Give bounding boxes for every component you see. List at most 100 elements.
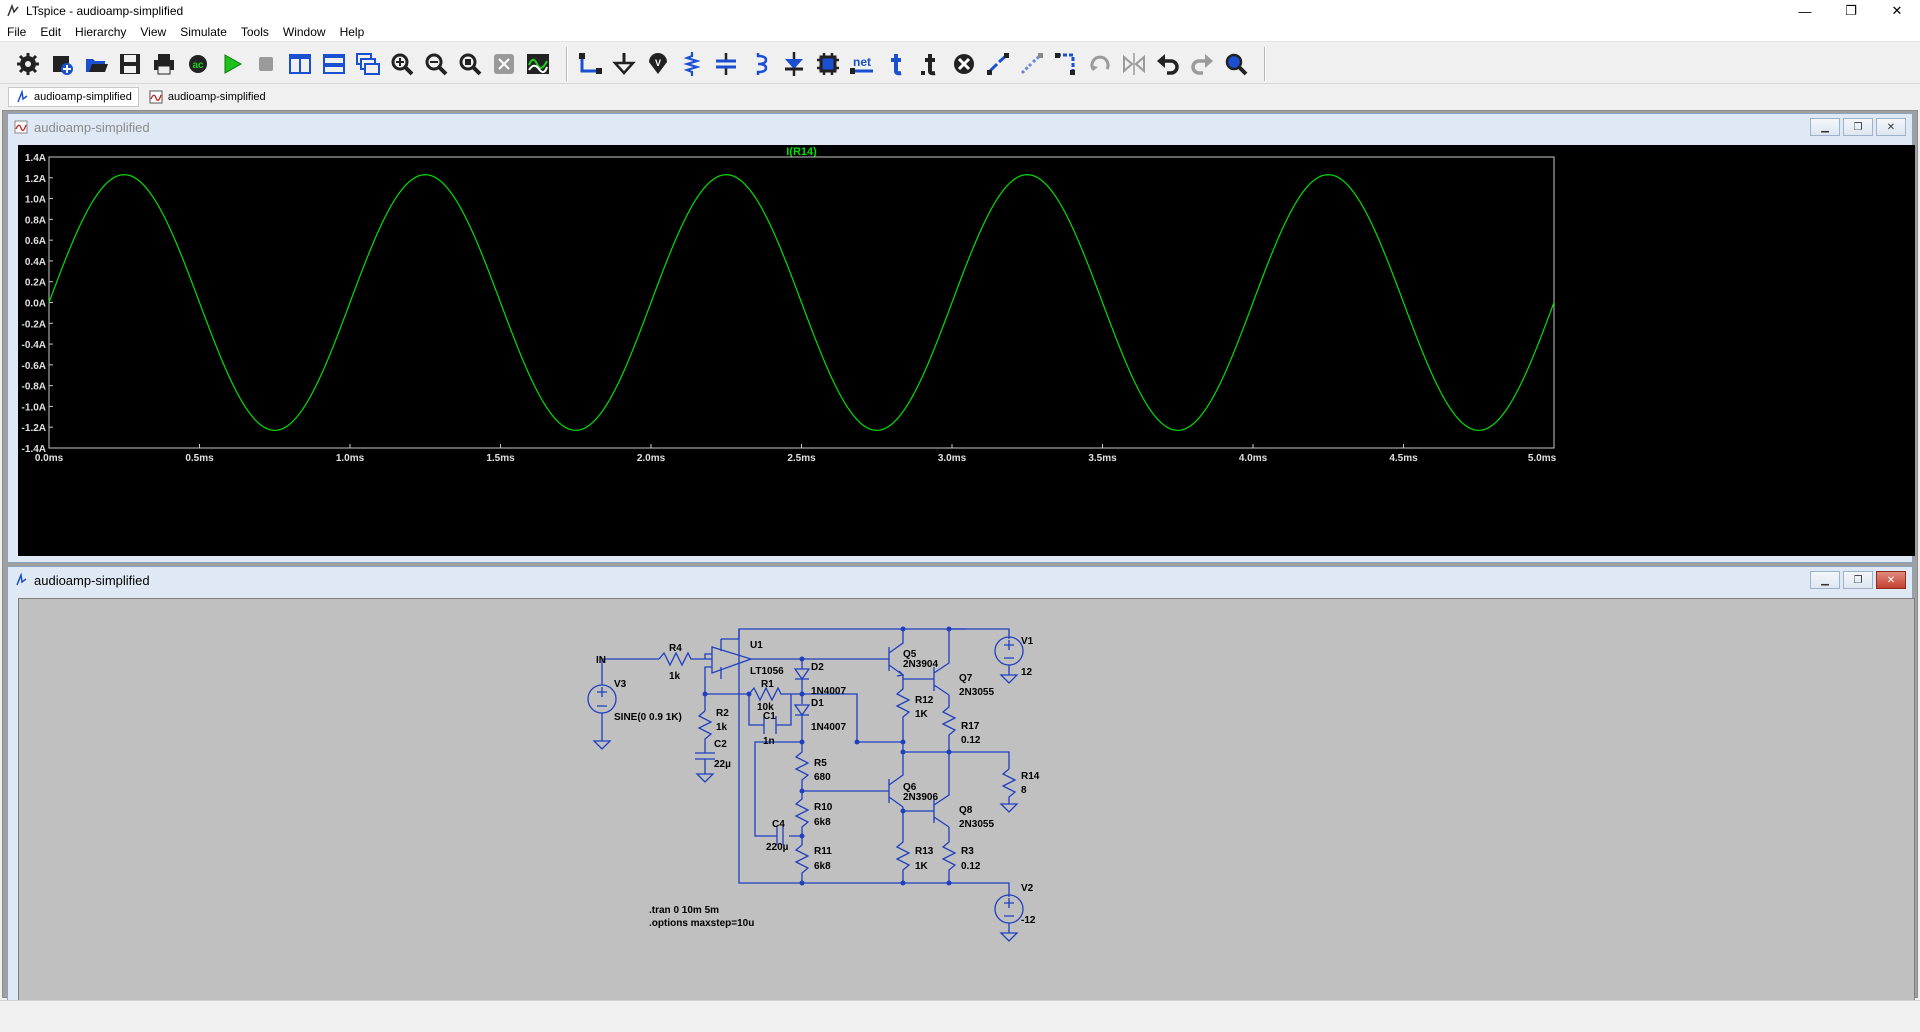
zoom-full-button[interactable] — [490, 49, 518, 79]
component-icon — [817, 52, 839, 75]
rotate-icon — [1090, 55, 1110, 71]
zoom-fit-button[interactable] — [456, 49, 484, 79]
cascade-button[interactable] — [354, 49, 382, 79]
ac-analysis-button[interactable]: ac — [184, 49, 212, 79]
run-button[interactable] — [218, 49, 246, 79]
open-button[interactable] — [82, 49, 110, 79]
y-tick-label: -0.2A — [22, 319, 46, 330]
tile-horizontal-button[interactable] — [320, 49, 348, 79]
ac-analysis-icon: ac — [189, 54, 207, 73]
document-tabs: audioamp-simplified audioamp-simplified — [0, 86, 1920, 108]
x-tick-label: 4.0ms — [1239, 453, 1268, 464]
net-label-button[interactable]: net — [848, 49, 876, 79]
window-title: LTspice - audioamp-simplified — [26, 4, 184, 18]
menu-bar: File Edit Hierarchy View Simulate Tools … — [0, 22, 1920, 42]
waveform-chart[interactable]: I(R14) 1.4A1.2A1.0A0.8A0.6A0.4A0.2A0.0A-… — [18, 145, 1915, 556]
menu-file[interactable]: File — [7, 24, 27, 39]
minimize-button[interactable]: — — [1798, 3, 1812, 19]
label-button[interactable]: V — [644, 49, 672, 79]
net-label-icon: net — [850, 55, 873, 74]
label-q7-value: 2N3055 — [959, 687, 994, 698]
close-button[interactable]: ✕ — [1891, 3, 1903, 18]
waveform-window-caption[interactable]: audioamp-simplified ▁ ❐ ✕ — [8, 114, 1912, 140]
svg-text:ac: ac — [192, 60, 204, 71]
waveform-close-button[interactable]: ✕ — [1876, 118, 1906, 136]
schematic-minimize-button[interactable]: ▁ — [1810, 571, 1840, 589]
label-q5-value: 2N3904 — [903, 659, 938, 670]
resistor-button[interactable] — [678, 49, 706, 79]
drag-button[interactable] — [1052, 49, 1080, 79]
trace-i-r14[interactable] — [48, 174, 1555, 431]
label-q5: Q5 — [903, 649, 917, 660]
text-button[interactable] — [882, 49, 910, 79]
waveform-minimize-button[interactable]: ▁ — [1810, 118, 1840, 136]
rotate-button[interactable] — [1086, 49, 1114, 79]
tab-schematic[interactable]: audioamp-simplified — [8, 87, 139, 107]
waveform-restore-button[interactable]: ❐ — [1843, 118, 1873, 136]
label-r4: R4 — [669, 643, 682, 654]
tab-label: audioamp-simplified — [167, 91, 266, 103]
menu-simulate[interactable]: Simulate — [180, 24, 227, 39]
waveform-icon — [14, 120, 28, 134]
label-r5: R5 — [814, 758, 827, 769]
undo-button[interactable] — [1154, 49, 1182, 79]
autorange-button[interactable] — [524, 49, 552, 79]
diode-button[interactable] — [780, 49, 808, 79]
menu-tools[interactable]: Tools — [240, 24, 269, 39]
duplicate-button[interactable] — [984, 49, 1012, 79]
y-tick-label: -1.4A — [22, 444, 46, 455]
mirror-button[interactable] — [1120, 49, 1148, 79]
settings-button[interactable] — [14, 49, 42, 79]
zoom-in-button[interactable] — [388, 49, 416, 79]
restore-button[interactable]: ❐ — [1845, 3, 1857, 18]
menu-edit[interactable]: Edit — [40, 24, 62, 39]
label-r13: R13 — [915, 846, 934, 857]
label-r17: R17 — [961, 721, 980, 732]
menu-view[interactable]: View — [140, 24, 167, 39]
schematic-window-caption[interactable]: audioamp-simplified ▁ ❐ ✕ — [8, 567, 1912, 593]
spice-directive-options[interactable]: .options maxstep=10u — [649, 918, 754, 929]
label-r12: R12 — [915, 695, 934, 706]
label-c1: C1 — [763, 711, 776, 722]
schematic-drawing[interactable]: IN V3 SINE(0 0.9 1K) R4 1k U1 LT1056 R1 … — [19, 599, 1914, 1024]
y-tick-label: 0.6A — [25, 236, 46, 247]
schematic-close-button[interactable]: ✕ — [1876, 571, 1906, 589]
spice-directive-button[interactable] — [916, 49, 944, 79]
x-tick-label: 2.5ms — [787, 453, 816, 464]
inductor-button[interactable] — [746, 49, 774, 79]
find-button[interactable] — [1222, 49, 1250, 79]
capacitor-button[interactable] — [712, 49, 740, 79]
drag-icon — [1055, 52, 1075, 75]
x-tick-label: 1.0ms — [336, 453, 365, 464]
tab-waveform[interactable]: audioamp-simplified — [143, 87, 272, 107]
delete-icon — [954, 53, 974, 74]
trace-title[interactable]: I(R14) — [786, 146, 817, 158]
label-v2-value: -12 — [1021, 915, 1036, 926]
schematic-restore-button[interactable]: ❐ — [1843, 571, 1873, 589]
wire-button[interactable] — [576, 49, 604, 79]
menu-hierarchy[interactable]: Hierarchy — [75, 24, 127, 39]
spice-directive-tran[interactable]: .tran 0 10m 5m — [649, 905, 719, 916]
label-q6-value: 2N3906 — [903, 792, 938, 803]
label-r5-value: 680 — [814, 772, 831, 783]
halt-button[interactable] — [252, 49, 280, 79]
zoom-out-button[interactable] — [422, 49, 450, 79]
redo-button[interactable] — [1188, 49, 1216, 79]
delete-button[interactable] — [950, 49, 978, 79]
save-button[interactable] — [116, 49, 144, 79]
component-button[interactable] — [814, 49, 842, 79]
tile-vertical-icon — [289, 53, 311, 74]
schematic-canvas[interactable]: IN V3 SINE(0 0.9 1K) R4 1k U1 LT1056 R1 … — [18, 598, 1915, 1025]
tile-vertical-button[interactable] — [286, 49, 314, 79]
y-tick-label: -0.8A — [22, 382, 46, 393]
ground-button[interactable] — [610, 49, 638, 79]
menu-help[interactable]: Help — [339, 24, 365, 39]
menu-window[interactable]: Window — [282, 24, 326, 39]
label-r3-value: 0.12 — [961, 861, 981, 872]
move-button[interactable] — [1018, 49, 1046, 79]
zoom-out-icon — [425, 53, 448, 75]
new-schematic-button[interactable] — [48, 49, 76, 79]
print-button[interactable] — [150, 49, 178, 79]
